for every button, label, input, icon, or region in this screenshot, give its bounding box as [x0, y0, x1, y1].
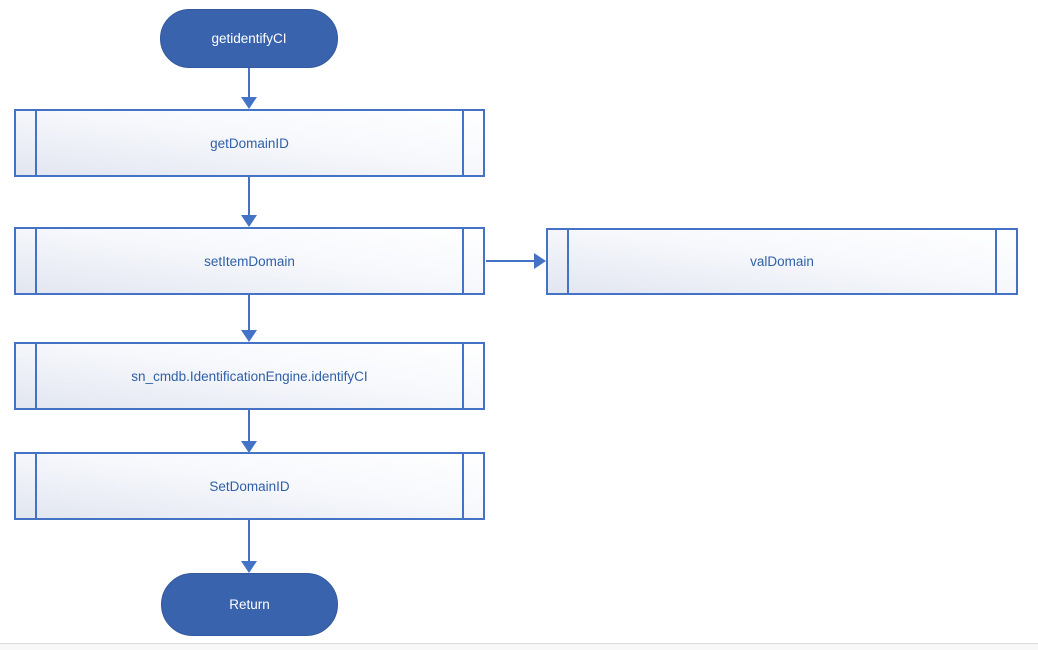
subprocess-getdomainid: getDomainID	[14, 109, 485, 177]
arrow-setitemdomain-to-identifyci	[241, 295, 257, 342]
arrowhead-down-icon	[241, 330, 257, 342]
arrow-stem	[248, 520, 250, 563]
subprocess-valdomain: valDomain	[546, 228, 1018, 295]
subprocess-sidebar	[995, 230, 997, 293]
subprocess-identificationengine-identifyci: sn_cmdb.IdentificationEngine.identifyCI	[14, 342, 485, 410]
arrow-identifyci-to-setdomainid	[241, 410, 257, 453]
arrow-stem	[248, 177, 250, 217]
subprocess-getdomainid-label: getDomainID	[210, 135, 289, 151]
arrow-getdomainid-to-setitemdomain	[241, 177, 257, 227]
arrowhead-right-icon	[534, 253, 546, 269]
arrowhead-down-icon	[241, 441, 257, 453]
bottom-divider	[0, 643, 1038, 644]
subprocess-sidebar	[462, 344, 464, 408]
subprocess-sidebar	[462, 454, 464, 518]
subprocess-setdomainid: SetDomainID	[14, 452, 485, 520]
subprocess-sidebar	[462, 111, 464, 175]
arrow-setdomainid-to-return	[241, 520, 257, 573]
arrow-setitemdomain-to-valdomain	[486, 253, 546, 269]
subprocess-sidebar	[35, 454, 37, 518]
subprocess-sidebar	[462, 229, 464, 293]
subprocess-setdomainid-label: SetDomainID	[209, 478, 290, 494]
arrow-start-to-getdomainid	[241, 68, 257, 109]
bottom-strip	[0, 644, 1038, 650]
arrow-stem	[248, 68, 250, 99]
subprocess-setitemdomain-label: setItemDomain	[204, 253, 295, 269]
terminator-end: Return	[161, 573, 338, 636]
subprocess-sidebar	[35, 344, 37, 408]
terminator-start: getidentifyCI	[160, 9, 338, 68]
subprocess-identifyci-label: sn_cmdb.IdentificationEngine.identifyCI	[131, 368, 368, 384]
arrowhead-down-icon	[241, 97, 257, 109]
subprocess-setitemdomain: setItemDomain	[14, 227, 485, 295]
arrow-stem	[248, 410, 250, 443]
arrowhead-down-icon	[241, 215, 257, 227]
subprocess-sidebar	[35, 111, 37, 175]
subprocess-sidebar	[35, 229, 37, 293]
arrow-stem	[248, 295, 250, 332]
arrow-stem	[486, 260, 536, 262]
subprocess-sidebar	[567, 230, 569, 293]
subprocess-valdomain-label: valDomain	[750, 254, 814, 269]
terminator-start-label: getidentifyCI	[211, 31, 287, 46]
terminator-end-label: Return	[229, 597, 270, 612]
arrowhead-down-icon	[241, 561, 257, 573]
